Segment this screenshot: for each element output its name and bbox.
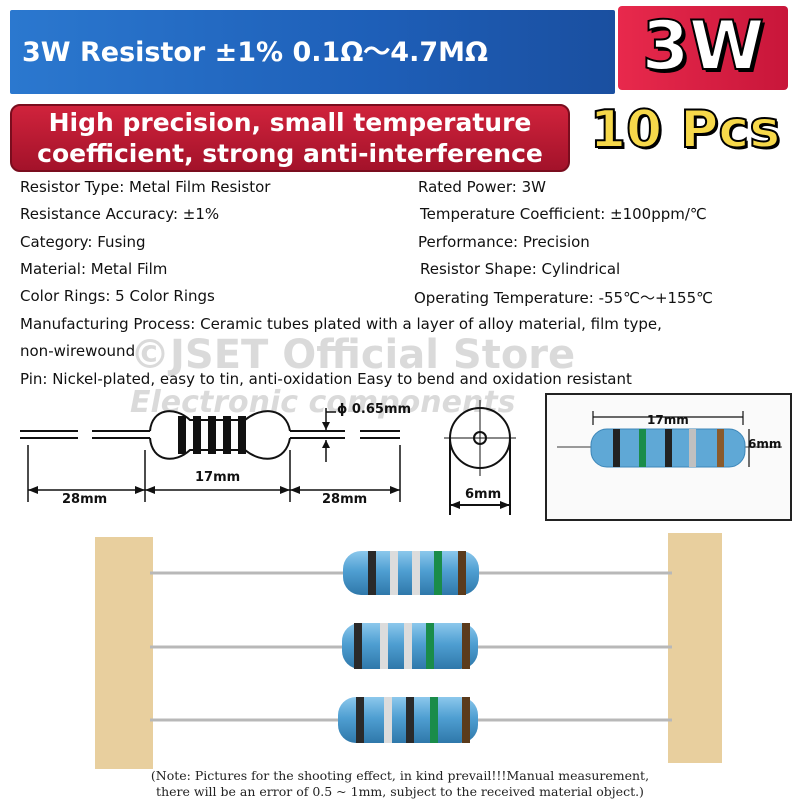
spec-accuracy: Resistance Accuracy: ±1% [20,205,220,223]
resistor-photo [557,411,782,468]
product-title: 3W Resistor ±1% 0.1Ω～4.7MΩ [22,37,488,68]
spec-color-rings: Color Rings: 5 Color Rings [20,287,215,305]
spec-process-cont: non-wirewound [20,342,136,360]
note-line-1: (Note: Pictures for the shooting effect,… [150,768,650,783]
spec-material: Material: Metal Film [20,260,168,278]
note-line-2: there will be an error of 0.5 ~ 1mm, sub… [156,784,644,799]
spec-temp-coefficient: Temperature Coefficient: ±100ppm/℃ [420,205,707,223]
feature-line-1: High precision, small temperature [48,108,532,137]
end-diameter-label: 6mm [465,487,502,502]
store-watermark-sub: Electronic components [130,385,516,420]
spec-operating-temp: Operating Temperature: -55℃～+155℃ [414,289,713,307]
dimension-drawing [20,400,516,515]
spec-resistor-type: Resistor Type: Metal Film Resistor [20,178,271,196]
right-lead-length-label: 28mm [322,492,368,507]
left-tape-strip [95,537,153,769]
power-badge-label: 3W [641,7,765,87]
photo-length-label: 17mm [647,413,689,427]
store-watermark: ©JSET Official Store [130,332,576,378]
resistor-3 [150,697,672,743]
photo-diameter-label: 6mm [748,437,782,451]
spec-category: Category: Fusing [20,233,146,251]
spec-process: Manufacturing Process: Ceramic tubes pla… [20,315,662,333]
resistor-1 [150,551,672,595]
resistor-2 [150,623,672,669]
feature-pill [10,104,570,172]
spec-pin: Pin: Nickel-plated, easy to tin, anti-ox… [20,370,632,388]
product-photo [95,533,722,769]
quantity-label: 10 Pcs [589,99,781,161]
title-banner [10,10,615,94]
spec-rated-power: Rated Power: 3W [418,178,546,196]
body-length-label: 17mm [195,470,241,485]
right-tape-strip [668,533,722,763]
spec-performance: Performance: Precision [418,233,590,251]
left-lead-length-label: 28mm [62,492,108,507]
feature-line-2: coefficient, strong anti-interference [37,139,543,168]
power-badge [618,6,788,90]
measurement-note: (Note: Pictures for the shooting effect,… [0,768,800,800]
spec-shape: Resistor Shape: Cylindrical [420,260,621,278]
lead-diameter-label: ϕ 0.65mm [337,402,412,417]
